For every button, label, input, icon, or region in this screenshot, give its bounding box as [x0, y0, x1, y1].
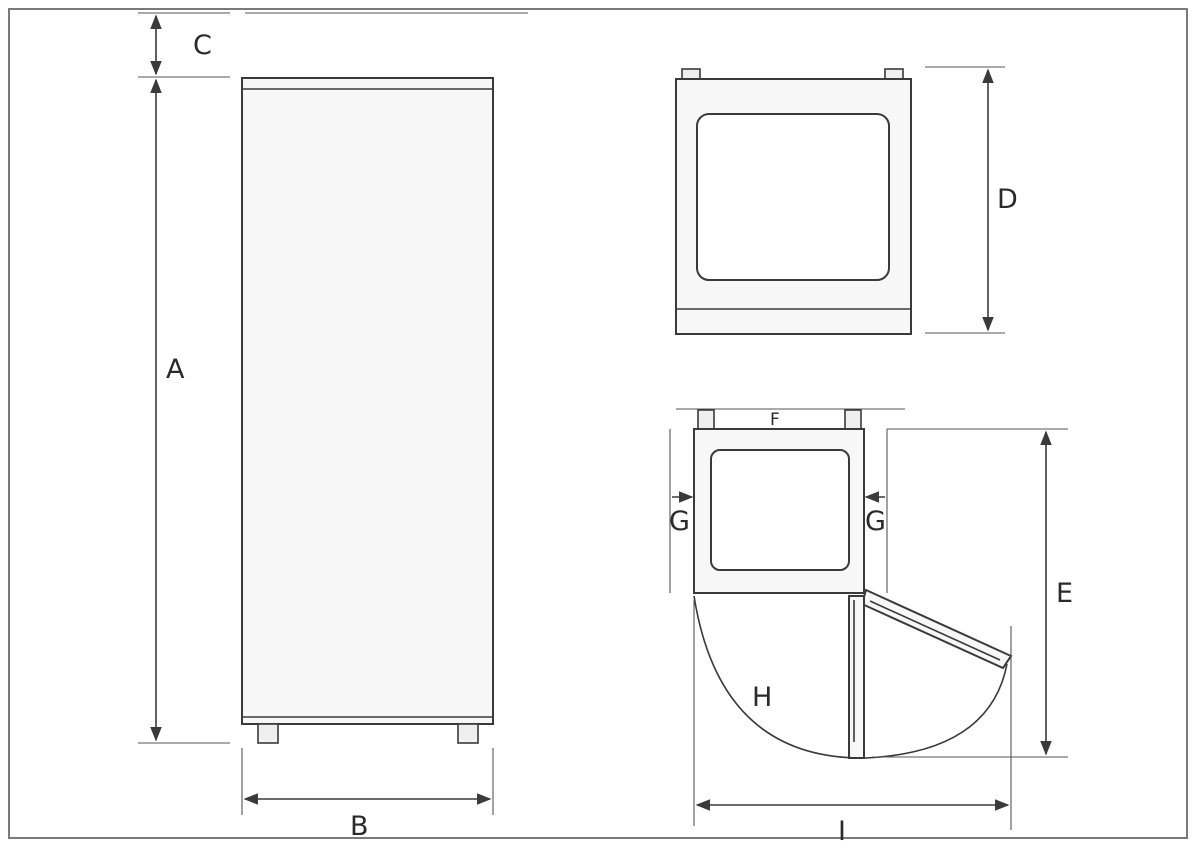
- front-foot-right: [457, 723, 479, 744]
- door-closed-position: [848, 595, 865, 759]
- top-hinge-right: [844, 409, 862, 430]
- dimension-a: A: [138, 78, 230, 744]
- top-view: H: [676, 408, 1013, 759]
- front-cabinet-body: [241, 77, 494, 725]
- label-d: D: [997, 184, 1018, 215]
- side-view: [675, 68, 912, 335]
- label-c: C: [193, 30, 212, 61]
- dimension-f: F: [770, 410, 780, 430]
- dimension-b: B: [241, 748, 494, 842]
- front-foot-left: [257, 723, 279, 744]
- label-a: A: [166, 354, 185, 385]
- label-e: E: [1056, 578, 1073, 609]
- dimension-c: C: [138, 12, 528, 78]
- open-door-inner-edge: [869, 600, 1001, 661]
- dimension-i: I: [693, 600, 1012, 847]
- top-hinge-left: [697, 409, 715, 430]
- label-i: I: [838, 816, 846, 845]
- label-h: H: [752, 682, 772, 713]
- outer-frame: [8, 8, 1188, 839]
- label-f: F: [770, 410, 780, 430]
- dimension-e: E: [872, 428, 1073, 758]
- door-swing-arc: [693, 595, 1008, 759]
- front-view: [241, 77, 494, 744]
- label-g-left: G: [669, 506, 690, 537]
- label-b: B: [350, 811, 369, 842]
- dimension-g: G G: [669, 429, 888, 593]
- top-inner-panel: [710, 449, 850, 571]
- label-g-right: G: [865, 506, 886, 537]
- open-door: [860, 588, 1013, 670]
- dimension-d: D: [925, 66, 1018, 334]
- side-inner-panel: [696, 113, 890, 281]
